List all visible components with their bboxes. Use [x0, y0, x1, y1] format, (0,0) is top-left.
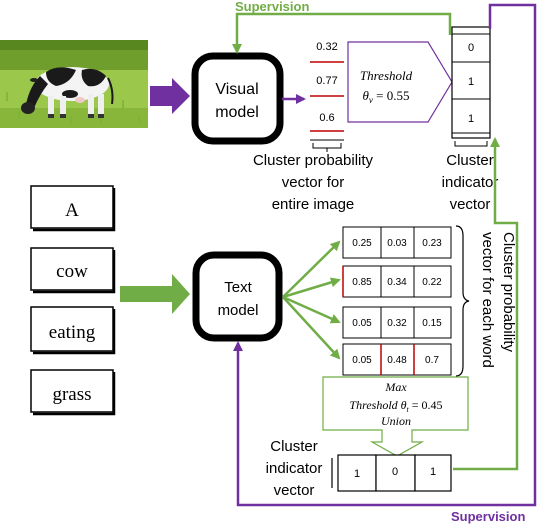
word-prob-matrix: 0.25 0.03 0.23 0.85 0.34 0.22 0.05 0.32 …: [342, 226, 452, 376]
supervision-bottom-label: Supervision: [451, 509, 525, 524]
word-prob-brace: [455, 225, 470, 377]
visual-model-box: [191, 52, 284, 145]
caption-indicator-top-3: vector: [450, 196, 491, 213]
text-threshold-value: Threshold θt = 0.45: [349, 398, 442, 414]
caption-prob-image-3: entire image: [272, 196, 355, 213]
word-cow: cow: [56, 261, 88, 282]
text-threshold-max: Max: [384, 380, 407, 394]
image-prob-bracket: [312, 143, 342, 152]
visual-model-label-line1: Visual: [215, 81, 258, 98]
word-prob-1-1: 0.34: [387, 277, 407, 288]
word-grass: grass: [52, 384, 91, 405]
word-prob-2-1: 0.32: [387, 318, 407, 329]
image-prob-1: 0.77: [316, 75, 337, 87]
word-prob-1-0: 0.85: [352, 277, 372, 288]
word-prob-3-1: 0.48: [387, 355, 407, 366]
word-prob-3-2: 0.7: [425, 355, 439, 366]
image-indicator-2: 1: [468, 113, 474, 125]
text-model-box: [192, 251, 283, 342]
words-to-text-arrow: [120, 274, 190, 314]
image-prob-2: 0.6: [319, 112, 334, 124]
caption-indicator-bottom-3: vector: [274, 482, 315, 499]
text-threshold-box: [322, 376, 469, 457]
supervision-top-label: Supervision: [235, 0, 309, 14]
text-threshold-union: Union: [381, 414, 411, 428]
caption-prob-word-1: Cluster probability: [500, 232, 517, 353]
word-prob-3-0: 0.05: [352, 355, 372, 366]
supervision-top-line: [232, 12, 452, 54]
word-boxes: A cow eating grass: [30, 185, 114, 413]
caption-prob-word-2: vector for each word: [479, 232, 496, 368]
supervision-bottom-line: [233, 3, 537, 507]
visual-threshold-title: Threshold: [360, 68, 413, 83]
word-indicator-vector: 1 0 1: [337, 454, 452, 492]
visual-threshold-box: [347, 41, 453, 123]
text-model-label-line1: Text: [224, 279, 252, 296]
word-indicator-2: 1: [430, 466, 436, 478]
word-indicator-1: 0: [392, 466, 398, 478]
visual-threshold-value: θv = 0.55: [363, 88, 410, 105]
word-prob-0-1: 0.03: [387, 238, 407, 249]
word-box-shadows: [33, 188, 116, 416]
image-to-visual-arrow: [150, 78, 190, 114]
text-indicator-to-top-line: [453, 137, 519, 471]
image-prob-vector: 0.32 0.77 0.6: [310, 41, 344, 141]
caption-indicator-bottom-1: Cluster: [270, 438, 318, 455]
image-indicator-0: 0: [468, 42, 474, 54]
caption-indicator-bottom-2: indicator: [266, 460, 323, 477]
word-indicator-0: 1: [354, 468, 360, 480]
caption-prob-image-2: vector for: [282, 174, 345, 191]
image-prob-0: 0.32: [316, 41, 337, 53]
text-model-label-line2: model: [218, 302, 259, 319]
image-indicator-1: 1: [468, 76, 474, 88]
visual-model-label-line2: model: [215, 104, 259, 121]
word-a: A: [65, 200, 79, 221]
image-indicator-vector: 0 1 1: [451, 26, 491, 139]
word-prob-0-0: 0.25: [352, 238, 372, 249]
text-model-fanout-arrows: [282, 240, 341, 360]
word-prob-0-2: 0.23: [422, 238, 442, 249]
word-eating: eating: [49, 322, 96, 343]
caption-indicator-top-1: Cluster: [446, 152, 494, 169]
word-prob-1-2: 0.22: [422, 277, 442, 288]
cow-image: [0, 40, 148, 128]
word-prob-2-0: 0.05: [352, 318, 372, 329]
caption-indicator-top-2: indicator: [442, 174, 499, 191]
caption-prob-image-1: Cluster probability: [253, 152, 374, 169]
word-prob-2-2: 0.15: [422, 318, 442, 329]
image-indicator-bracket: [454, 141, 488, 147]
